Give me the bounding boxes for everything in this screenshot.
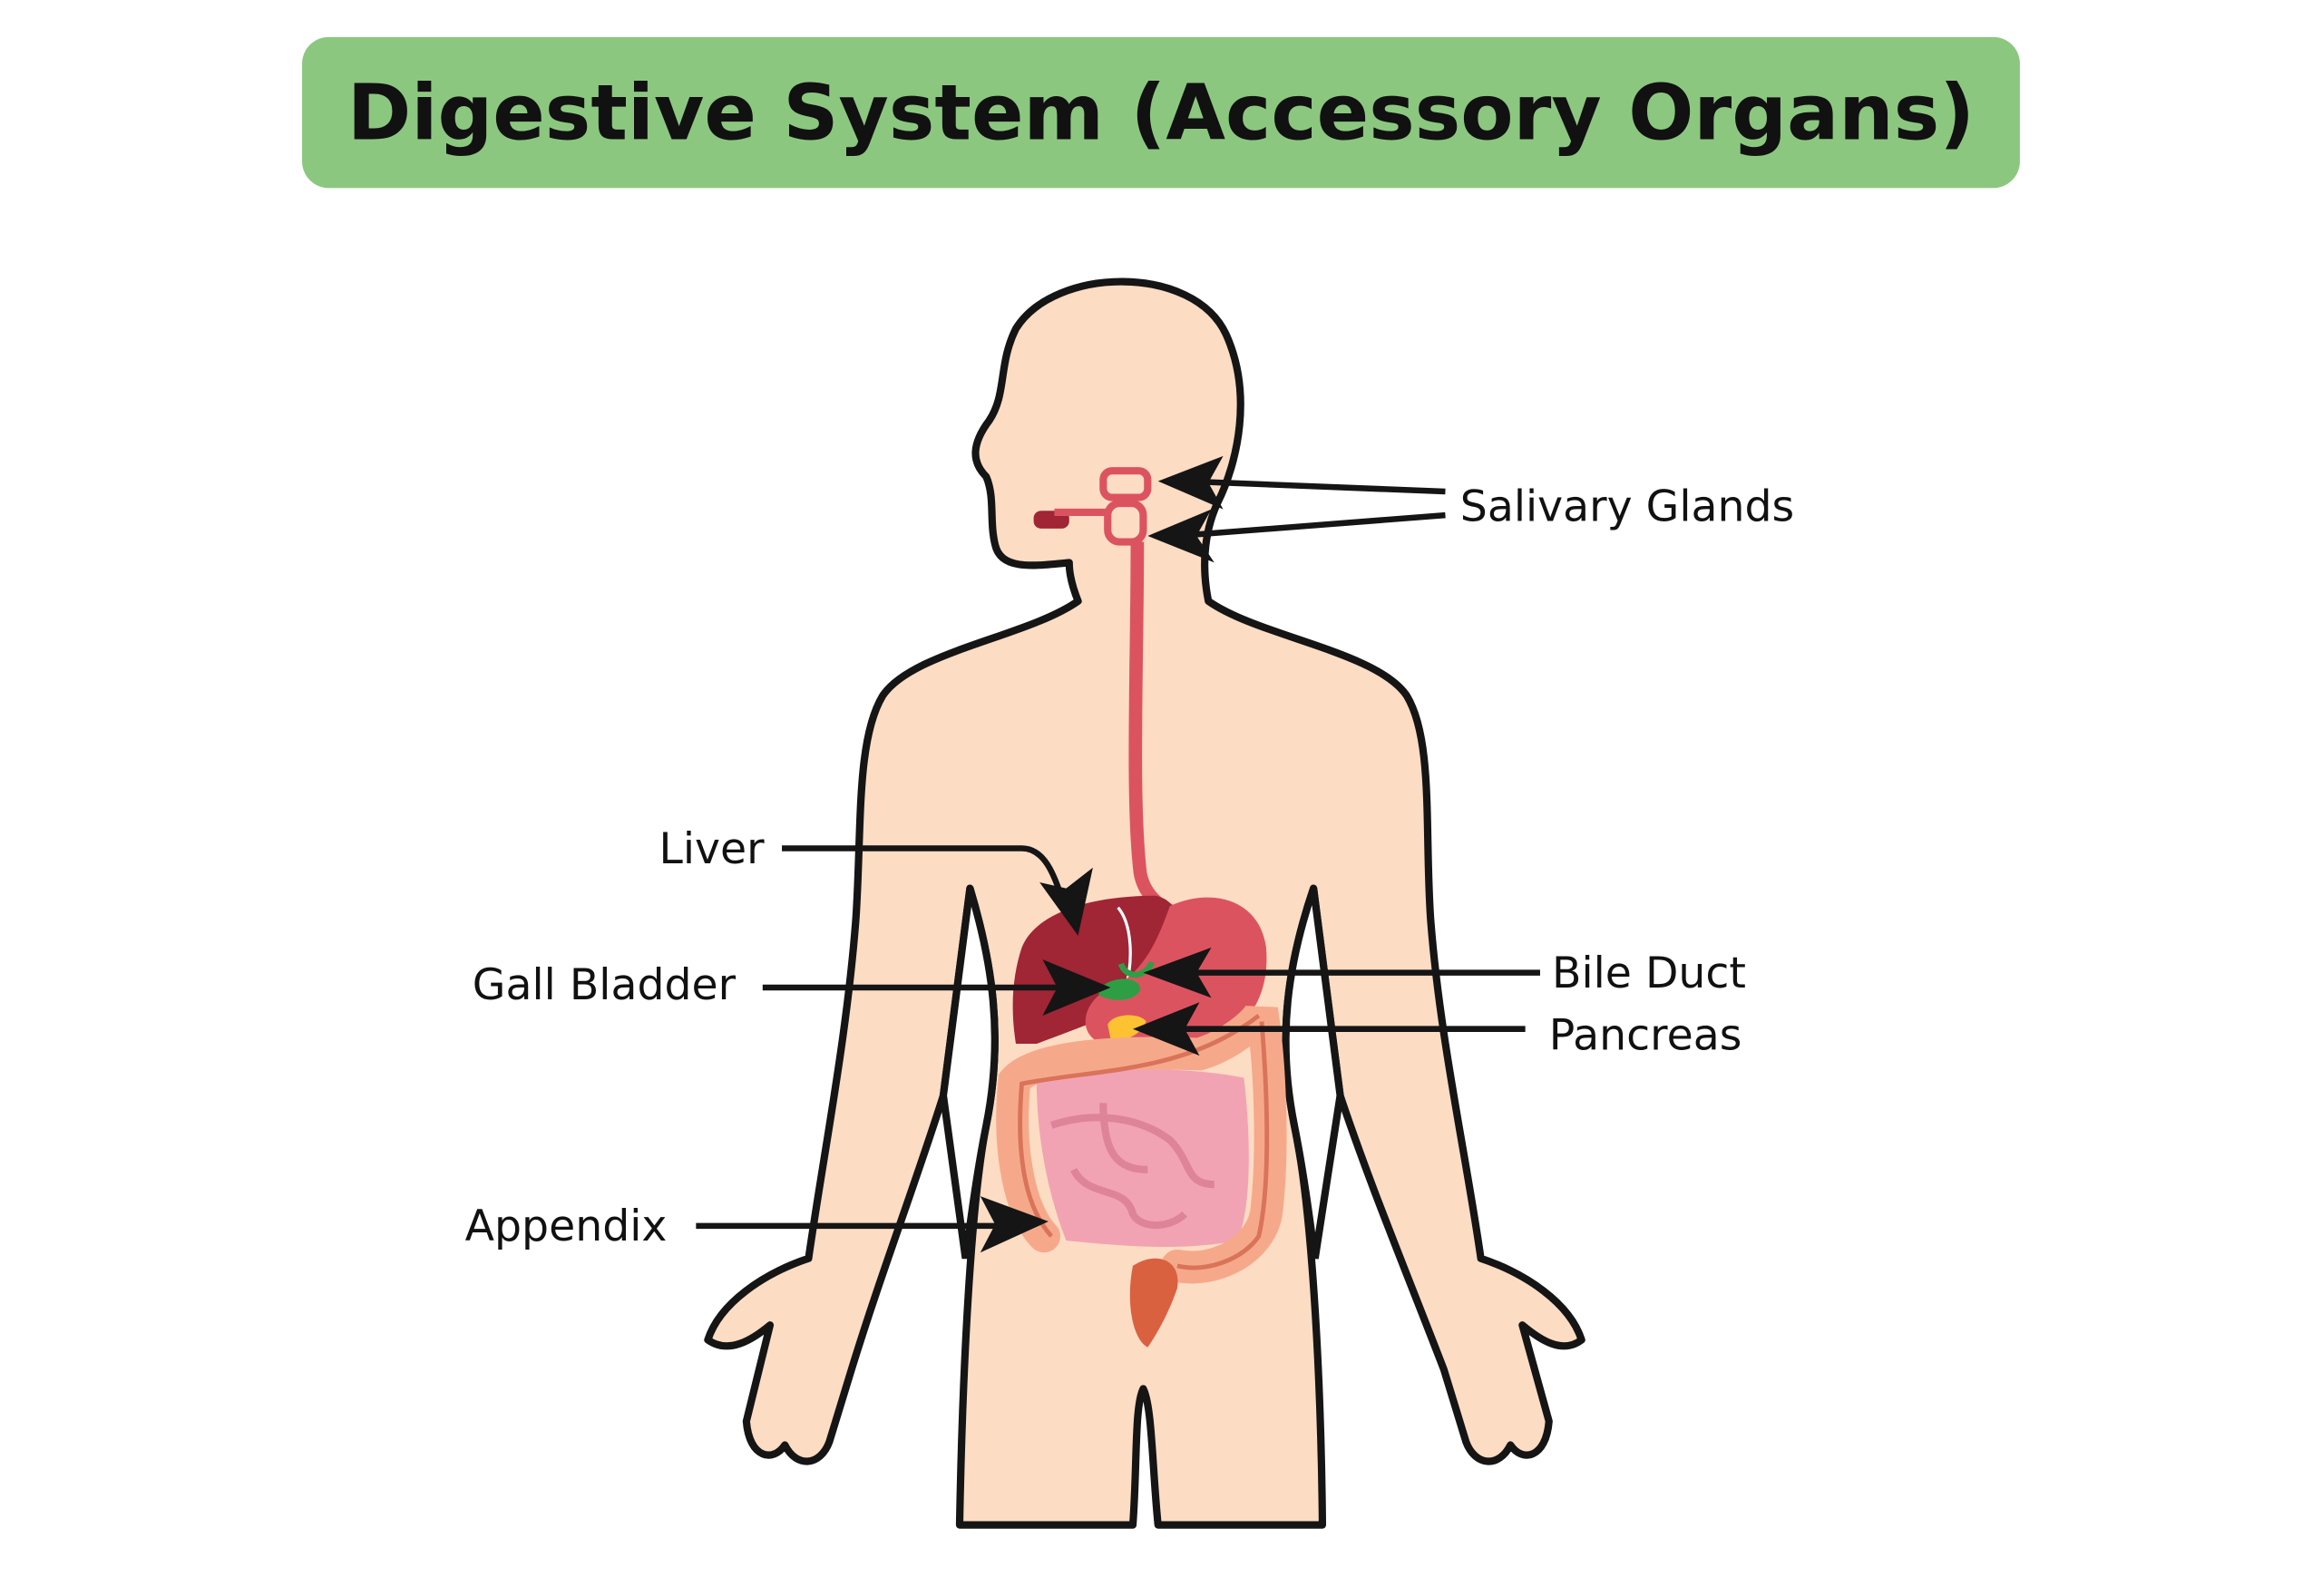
appendix-arrow [696, 1196, 1049, 1253]
liver-arrow [782, 845, 1093, 936]
label-gall-bladder: Gall Bladder [473, 960, 737, 1010]
pancreas [1107, 1015, 1146, 1040]
right-arm-gap [1282, 887, 1344, 1260]
label-appendix: Appendix [465, 1202, 668, 1251]
salivary-gland-upper [1099, 467, 1152, 501]
rectum [1129, 1258, 1178, 1348]
bile-duct-arrow [1143, 947, 1540, 998]
large-intestine [996, 1003, 1287, 1284]
label-pancreas: Pancreas [1549, 1011, 1742, 1061]
salivary-arrows [1147, 455, 1446, 563]
label-salivary-glands: Salivary Glands [1460, 482, 1794, 532]
label-liver: Liver [659, 824, 766, 874]
bile-duct [1117, 960, 1156, 978]
salivary-gland-lower [1104, 500, 1147, 546]
small-intestine-folds [1049, 1103, 1215, 1229]
small-intestine [1036, 1069, 1249, 1248]
gall-bladder-arrow [762, 959, 1111, 1016]
gall-bladder [1098, 978, 1141, 1000]
pancreas-arrow [1132, 1002, 1526, 1056]
title-banner [302, 36, 2020, 189]
label-bile-duct: Bile Duct [1552, 949, 1746, 998]
page-title: Digestive System (Accessory Organs) [347, 68, 1975, 158]
